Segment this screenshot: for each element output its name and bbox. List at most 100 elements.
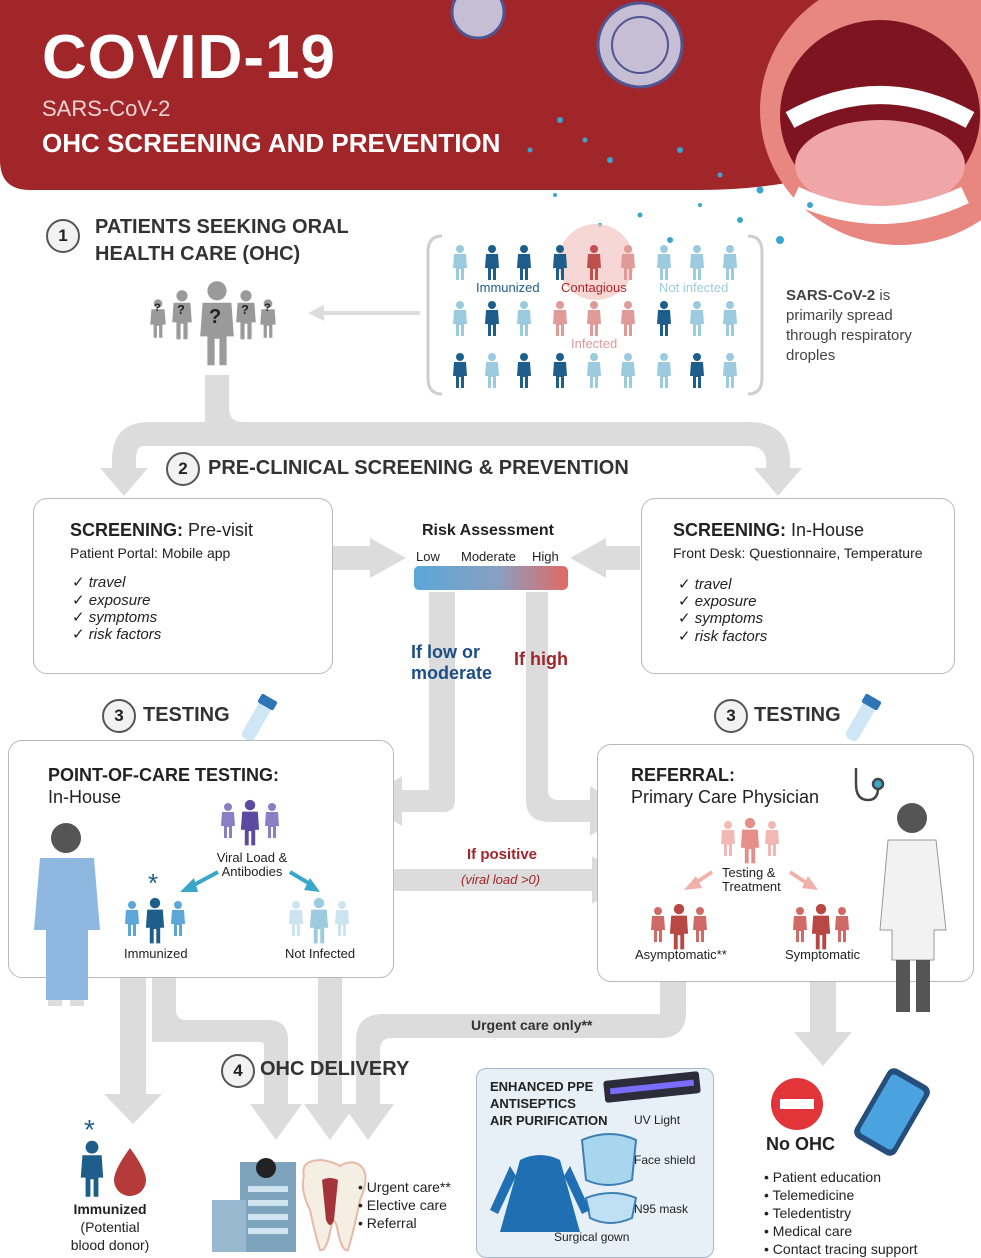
previsit-check-3: ✓ symptoms: [72, 609, 158, 626]
inhouse-check-1: ✓ travel: [678, 576, 732, 593]
step-3-title-left: TESTING: [143, 704, 230, 726]
if-positive-label: If positive: [467, 846, 538, 863]
previsit-heading: SCREENING: Pre-visit: [70, 520, 253, 541]
n95-mask-icon: [584, 1192, 638, 1224]
spread-note-text2: primarily spread: [786, 307, 893, 324]
test-tube-icon-2: [845, 693, 882, 741]
if-high-label: If high: [514, 649, 568, 669]
testing-label-1: Testing &: [722, 865, 776, 880]
symptomatic-label: Symptomatic: [785, 947, 861, 962]
step-2-title: PRE-CLINICAL SCREENING & PREVENTION: [208, 457, 629, 479]
uv-light-label: UV Light: [634, 1113, 681, 1127]
viral-load-label-2: Antibodies: [221, 864, 283, 879]
inhouse-heading: SCREENING: In-House: [673, 520, 864, 541]
previsit-type: Pre-visit: [188, 520, 254, 540]
step-1-badge: 1: [46, 219, 80, 253]
droplets: [527, 117, 813, 244]
label-infected: Infected: [571, 336, 618, 351]
label-contagious: Contagious: [561, 280, 627, 295]
no-ohc-item: • Medical care: [764, 1223, 853, 1239]
ppe-line-3: AIR PURIFICATION: [490, 1113, 608, 1128]
no-ohc-label: No OHC: [766, 1134, 835, 1154]
step-1-title-line1: PATIENTS SEEKING ORAL: [95, 216, 349, 238]
step-3-badge-left: 3: [102, 699, 136, 733]
no-ohc-item: • Patient education: [764, 1169, 881, 1185]
question-mark-3: ?: [241, 302, 249, 317]
previsit-check-1: ✓ travel: [72, 574, 126, 591]
referral-title: REFERRAL:: [631, 765, 735, 785]
if-low-label-1: If low or: [411, 642, 480, 662]
step-3-title-right: TESTING: [754, 704, 841, 726]
previsit-label: SCREENING:: [70, 520, 184, 540]
header-main-title: OHC SCREENING AND PREVENTION: [42, 128, 501, 158]
spread-note-bold: SARS-CoV-2: [786, 287, 876, 304]
bottom-arrows: [104, 978, 852, 1140]
inhouse-label: SCREENING:: [673, 520, 787, 540]
test-tube-icon: [241, 693, 278, 741]
open-mouth-icon: [760, 0, 981, 245]
viral-load-condition: (viral load >0): [461, 872, 541, 887]
risk-gradient-bar: [414, 566, 568, 590]
split-arrows: [100, 375, 802, 496]
question-mark-4: ?: [264, 302, 271, 314]
question-mark-2: ?: [177, 302, 185, 317]
inhouse-check-2: ✓ exposure: [678, 593, 757, 610]
if-low-label-2: moderate: [411, 663, 493, 683]
label-not-infected: Not infected: [659, 280, 729, 295]
poc-title: POINT-OF-CARE TESTING:: [48, 765, 279, 785]
inhouse-type: In-House: [791, 520, 865, 540]
blood-drop-icon: [114, 1148, 146, 1196]
spread-note-text1: is: [879, 287, 891, 304]
immunized-star: *: [148, 868, 159, 898]
n95-mask-label: N95 mask: [634, 1202, 689, 1216]
viral-load-label-1: Viral Load &: [216, 850, 288, 865]
spread-note-text4: droples: [786, 347, 836, 364]
face-shield-icon: [580, 1133, 638, 1186]
surgical-gown-icon: [500, 1155, 580, 1232]
delivery-item: • Elective care: [358, 1197, 447, 1213]
previsit-check-2: ✓ exposure: [72, 592, 151, 609]
donor-immunized-label: Immunized: [73, 1201, 147, 1217]
step-4-badge: 4: [221, 1054, 255, 1088]
previsit-check-4: ✓ risk factors: [72, 626, 162, 643]
ppe-line-2: ANTISEPTICS: [490, 1096, 576, 1111]
testing-label-2: Treatment: [722, 879, 781, 894]
inhouse-check-4: ✓ risk factors: [678, 628, 768, 645]
asymptomatic-label: Asymptomatic**: [635, 947, 727, 962]
doctor-figure: [879, 803, 947, 1012]
step-3-badge-right: 3: [714, 699, 748, 733]
hospital-icon: [212, 1158, 296, 1252]
inhouse-box: [641, 498, 955, 674]
risk-moderate: Moderate: [461, 549, 516, 564]
previsit-box: [33, 498, 333, 674]
spread-note-text3: through respiratory: [786, 327, 912, 344]
poc-sub: In-House: [48, 787, 122, 807]
previsit-sub: Patient Portal: Mobile app: [70, 545, 231, 561]
ppe-line-1: ENHANCED PPE: [490, 1079, 594, 1094]
question-mark-big: ?: [209, 306, 222, 328]
face-shield-label: Face shield: [634, 1153, 696, 1167]
poc-not-infected-label: Not Infected: [285, 946, 356, 961]
step-4-title: OHC DELIVERY: [260, 1058, 410, 1080]
virus-icon: [450, 0, 684, 89]
delivery-item: • Referral: [358, 1215, 417, 1231]
poc-immunized-label: Immunized: [124, 946, 188, 961]
donor-star: *: [84, 1114, 95, 1145]
inhouse-check-3: ✓ symptoms: [678, 610, 764, 627]
no-ohc-item: • Telemedicine: [764, 1187, 855, 1203]
no-ohc-list: • Patient education • Telemedicine • Tel…: [764, 1168, 918, 1258]
delivery-list: • Urgent care** • Elective care • Referr…: [358, 1178, 451, 1232]
risk-title: Risk Assessment: [422, 522, 554, 539]
label-immunized: Immunized: [476, 280, 540, 295]
tooth-icon: [301, 1158, 367, 1252]
donor-potential-1: (Potential: [80, 1219, 140, 1235]
risk-high: High: [532, 549, 559, 564]
header-title: COVID-19: [42, 23, 336, 92]
urgent-care-only-label: Urgent care only**: [471, 1017, 593, 1033]
spread-note: SARS-CoV-2 is primarily spread through r…: [786, 286, 966, 366]
delivery-item: • Urgent care**: [358, 1179, 451, 1195]
no-ohc-item: • Teledentistry: [764, 1205, 852, 1221]
header-banner: [0, 0, 981, 190]
risk-low: Low: [416, 549, 440, 564]
